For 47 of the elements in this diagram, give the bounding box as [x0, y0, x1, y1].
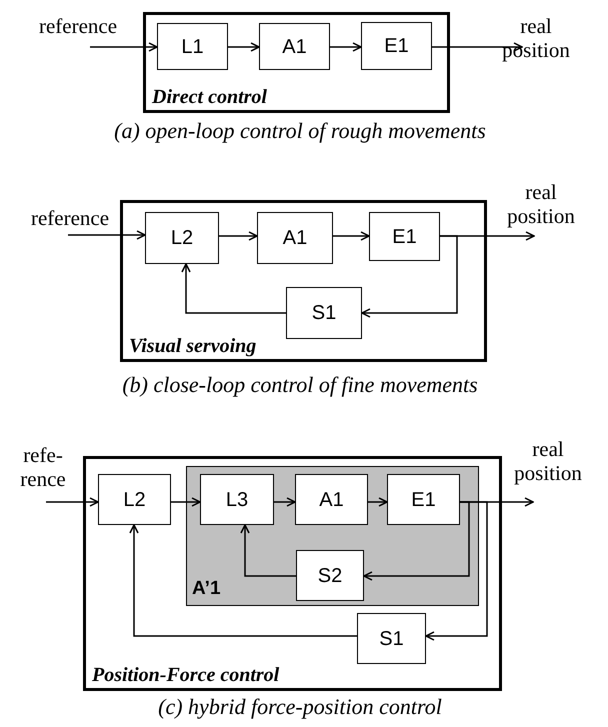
arrow — [219, 231, 258, 241]
block: L2 — [98, 474, 171, 525]
block: L3 — [200, 474, 274, 525]
inner-loop-panel — [186, 466, 479, 606]
arrow — [228, 42, 260, 52]
signal-label: reference — [26, 14, 130, 38]
block: S1 — [286, 287, 362, 339]
figure-caption: (c) hybrid force-position control — [157, 694, 443, 720]
block: E1 — [361, 22, 432, 70]
arrow — [181, 263, 286, 314]
signal-label: real position — [490, 14, 582, 62]
signal-label: refe- rence — [12, 443, 74, 491]
frame-title: Direct control — [152, 85, 267, 109]
arrow — [171, 497, 201, 507]
arrow — [425, 501, 488, 641]
arrow — [333, 231, 370, 241]
arrow — [274, 497, 296, 507]
arrow — [432, 42, 523, 52]
arrow — [363, 501, 470, 581]
arrow — [330, 42, 362, 52]
signal-label: reference — [18, 206, 122, 230]
block: S2 — [296, 550, 364, 601]
signal-label: real position — [495, 180, 587, 228]
frame-title: Visual servoing — [129, 334, 256, 358]
arrow — [129, 524, 357, 637]
arrow — [90, 42, 158, 52]
figure-caption: (a) open-loop control of rough movements — [113, 118, 487, 144]
block: E1 — [387, 474, 460, 525]
arrow — [68, 230, 146, 240]
arrow — [368, 497, 388, 507]
subsystem-frame — [143, 12, 450, 113]
figure-caption: (b) close-loop control of fine movements — [121, 372, 479, 398]
signal-label: real position — [502, 437, 594, 485]
block: L2 — [145, 212, 219, 264]
block: L1 — [157, 23, 228, 70]
panel-title: A’1 — [192, 578, 221, 600]
arrow — [361, 235, 458, 318]
subsystem-frame — [83, 456, 502, 691]
subsystem-frame — [120, 200, 487, 362]
frame-title: Position-Force control — [92, 663, 280, 687]
arrow — [46, 497, 99, 507]
block: E1 — [369, 212, 440, 261]
block: S1 — [357, 613, 426, 664]
arrow — [240, 524, 296, 577]
block: A1 — [295, 474, 368, 525]
block: A1 — [257, 212, 333, 264]
block: A1 — [259, 23, 330, 70]
